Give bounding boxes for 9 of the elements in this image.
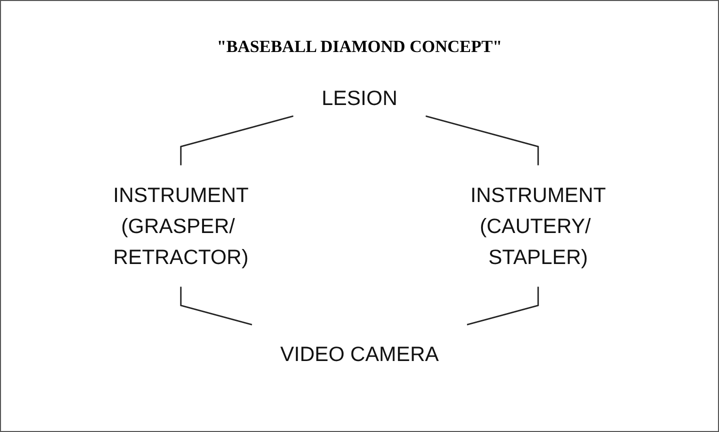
node-text: LESION — [322, 86, 398, 110]
node-text: VIDEO CAMERA — [280, 342, 439, 366]
connector — [180, 286, 252, 326]
connector — [180, 115, 294, 166]
connector — [425, 115, 539, 166]
node-text: INSTRUMENT (GRASPER/ RETRACTOR) — [113, 183, 249, 269]
connector — [466, 286, 539, 326]
node-text: INSTRUMENT (CAUTERY/ STAPLER) — [470, 183, 606, 269]
diagram-title: "BASEBALL DIAMOND CONCEPT" — [216, 37, 502, 57]
